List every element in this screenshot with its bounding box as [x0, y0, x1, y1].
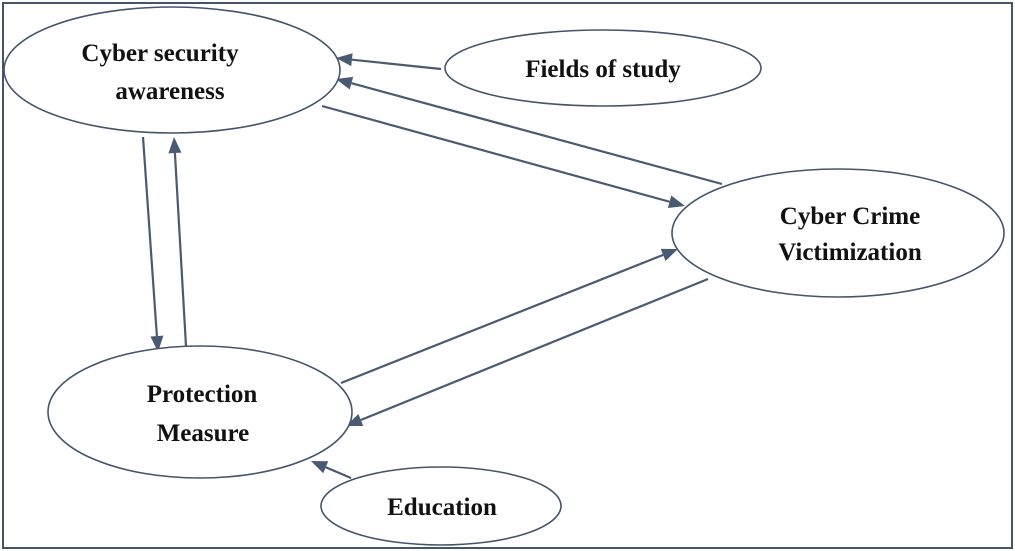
arrowhead-icon: [336, 53, 353, 67]
arrowhead-icon: [667, 195, 685, 209]
arrow-protection-to-awareness: [168, 137, 188, 347]
arrowhead-icon: [168, 137, 182, 154]
node-protection-measure: Protection Measure: [47, 345, 353, 479]
node-label-line: awareness: [115, 78, 225, 105]
arrow-awareness-to-protection: [141, 136, 164, 352]
node-label-line: Cyber Crime: [780, 203, 920, 230]
node-label-line: Measure: [157, 420, 250, 447]
arrowhead-icon: [311, 461, 329, 474]
node-label-line: Fields of study: [525, 56, 681, 83]
arrow-line: [351, 82, 723, 186]
arrow-protection-to-victimization: [340, 248, 678, 385]
node-cyber-security-awareness: Cyber security awareness: [3, 6, 341, 134]
arrow-line: [173, 152, 188, 347]
node-label-line: Cyber security: [81, 40, 239, 67]
arrow-line: [321, 104, 670, 203]
arrow-line: [351, 58, 442, 71]
node-label-line: Protection: [147, 381, 258, 408]
arrow-victimization-to-awareness: [336, 76, 723, 186]
arrow-victimization-to-protection: [346, 277, 709, 427]
node-cyber-crime-victimization: Cyber Crime Victimization: [671, 168, 1005, 298]
edges: [141, 53, 723, 480]
node-education: Education: [320, 466, 562, 546]
arrow-line: [360, 277, 709, 421]
arrow-line: [141, 136, 158, 337]
arrow-education-to-protection: [311, 461, 352, 480]
arrow-fields-to-awareness: [336, 53, 442, 71]
arrow-line: [340, 253, 664, 385]
arrow-line: [325, 466, 352, 480]
node-label-line: Education: [387, 494, 497, 521]
arrow-awareness-to-victimization: [321, 104, 685, 209]
node-label-line: Victimization: [778, 239, 922, 266]
arrowhead-icon: [150, 335, 164, 352]
arrowhead-icon: [336, 76, 354, 90]
arrowhead-icon: [660, 248, 678, 261]
node-fields-of-study: Fields of study: [444, 29, 762, 107]
